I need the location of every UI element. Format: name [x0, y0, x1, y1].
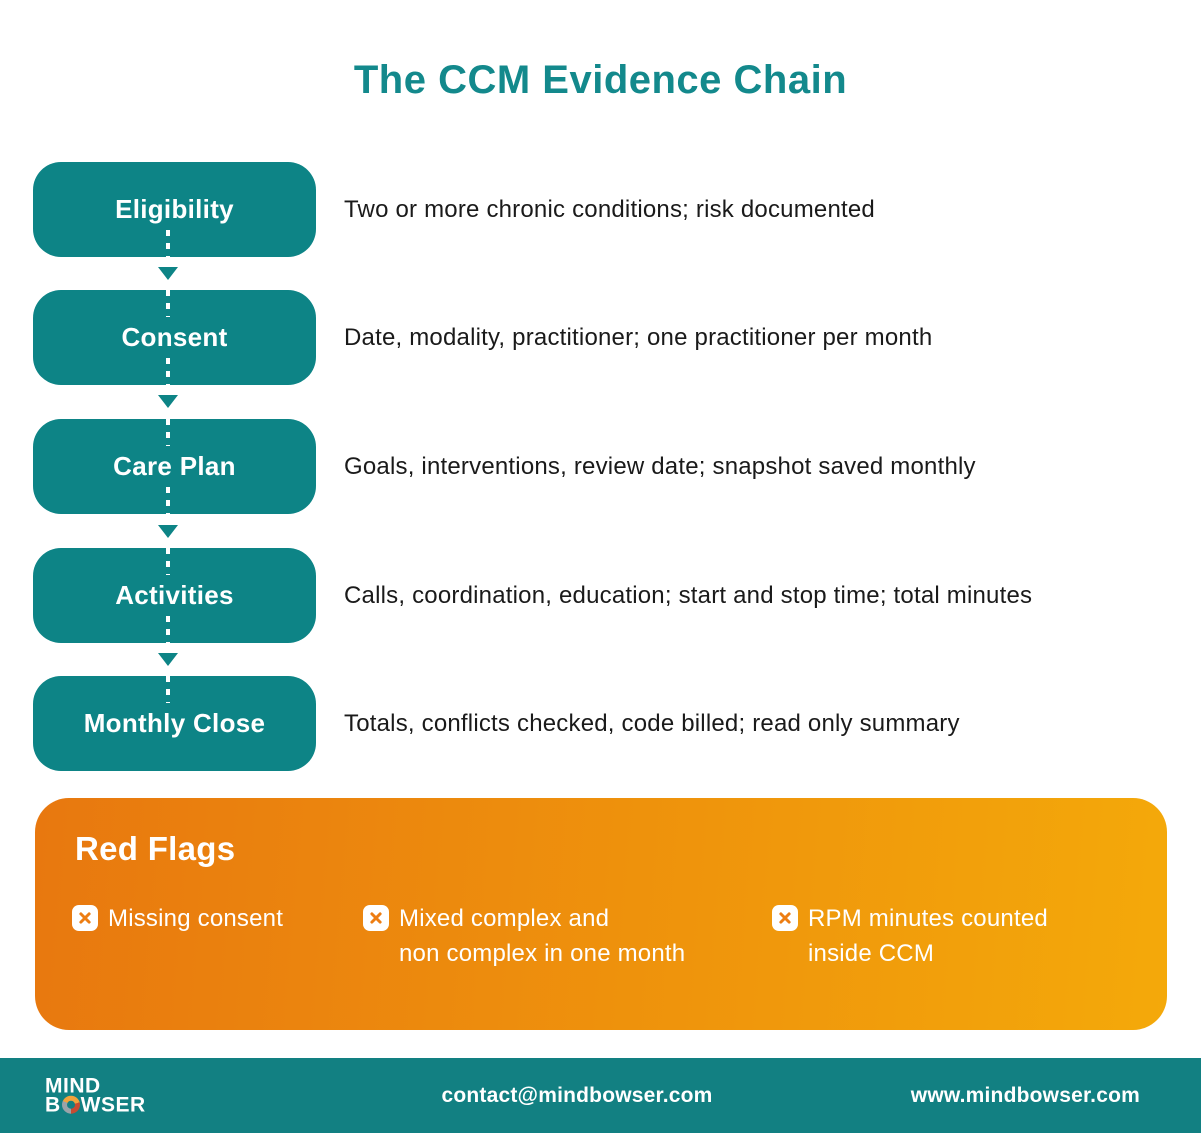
footer-bar: MIND B WSER contact@mindbowser.com www.m…: [0, 1058, 1201, 1133]
page-title: The CCM Evidence Chain: [353, 58, 848, 102]
logo-line-bowser: B WSER: [45, 1093, 146, 1117]
chain-step-row: Care Plan Goals, interventions, review d…: [33, 419, 1201, 514]
red-flag-line: non complex in one month: [399, 940, 686, 967]
arrow-down-icon: [158, 653, 178, 666]
chain-step-description: Two or more chronic conditions; risk doc…: [344, 195, 875, 223]
chain-step-label: Consent: [121, 322, 228, 352]
red-flag-text: RPM minutes counted inside CCM: [808, 901, 1048, 971]
red-flag-text: Missing consent: [108, 901, 283, 936]
chain-step-pill-care-plan: Care Plan: [33, 419, 316, 514]
red-flag-text: Mixed complex and non complex in one mon…: [399, 901, 685, 971]
chain-step-row: Activities Calls, coordination, educatio…: [33, 548, 1201, 643]
chain-step-label: Activities: [115, 580, 234, 610]
chain-step-pill-activities: Activities: [33, 548, 316, 643]
arrow-down-icon: [158, 395, 178, 408]
chain-step-label: Monthly Close: [83, 708, 266, 738]
contact-email-link[interactable]: contact@mindbowser.com: [441, 1083, 713, 1107]
x-flag-icon: [772, 905, 798, 931]
chain-step-description: Date, modality, practitioner; one practi…: [344, 323, 933, 351]
arrow-down-icon: [158, 525, 178, 538]
red-flags-panel: Red Flags Missing consent Mixed complex …: [35, 798, 1167, 1030]
chain-step-pill-consent: Consent: [33, 290, 316, 385]
red-flag-line: RPM minutes counted: [808, 905, 1048, 932]
red-flag-item: RPM minutes counted inside CCM: [772, 901, 1048, 971]
logo-letter-b: B: [45, 1093, 61, 1117]
chain-step-pill-monthly-close: Monthly Close: [33, 676, 316, 771]
chain-step-label: Eligibility: [115, 194, 234, 224]
red-flag-item: Mixed complex and non complex in one mon…: [363, 901, 685, 971]
logo-letters-wser: WSER: [80, 1093, 146, 1117]
red-flag-item: Missing consent: [72, 901, 283, 936]
chain-step-row: Consent Date, modality, practitioner; on…: [33, 290, 1201, 385]
chain-step-row: Monthly Close Totals, conflicts checked,…: [33, 676, 1201, 771]
x-flag-icon: [363, 905, 389, 931]
red-flag-line: inside CCM: [808, 940, 935, 967]
red-flag-line: Missing consent: [108, 905, 284, 932]
red-flag-line: Mixed complex and: [399, 905, 610, 932]
red-flags-title: Red Flags: [75, 830, 236, 867]
chain-step-description: Goals, interventions, review date; snaps…: [344, 452, 976, 480]
x-flag-icon: [72, 905, 98, 931]
chain-step-pill-eligibility: Eligibility: [33, 162, 316, 257]
chain-step-description: Calls, coordination, education; start an…: [344, 581, 1033, 609]
chain-step-label: Care Plan: [113, 451, 236, 481]
arrow-down-icon: [158, 267, 178, 280]
website-link[interactable]: www.mindbowser.com: [910, 1083, 1140, 1107]
logo-line-mind: MIND: [45, 1074, 101, 1098]
chain-step-row: Eligibility Two or more chronic conditio…: [33, 162, 1201, 257]
chain-step-description: Totals, conflicts checked, code billed; …: [344, 709, 960, 737]
mindbowser-logo: MIND B WSER: [45, 1074, 146, 1117]
logo-swirl-icon: [61, 1096, 80, 1115]
